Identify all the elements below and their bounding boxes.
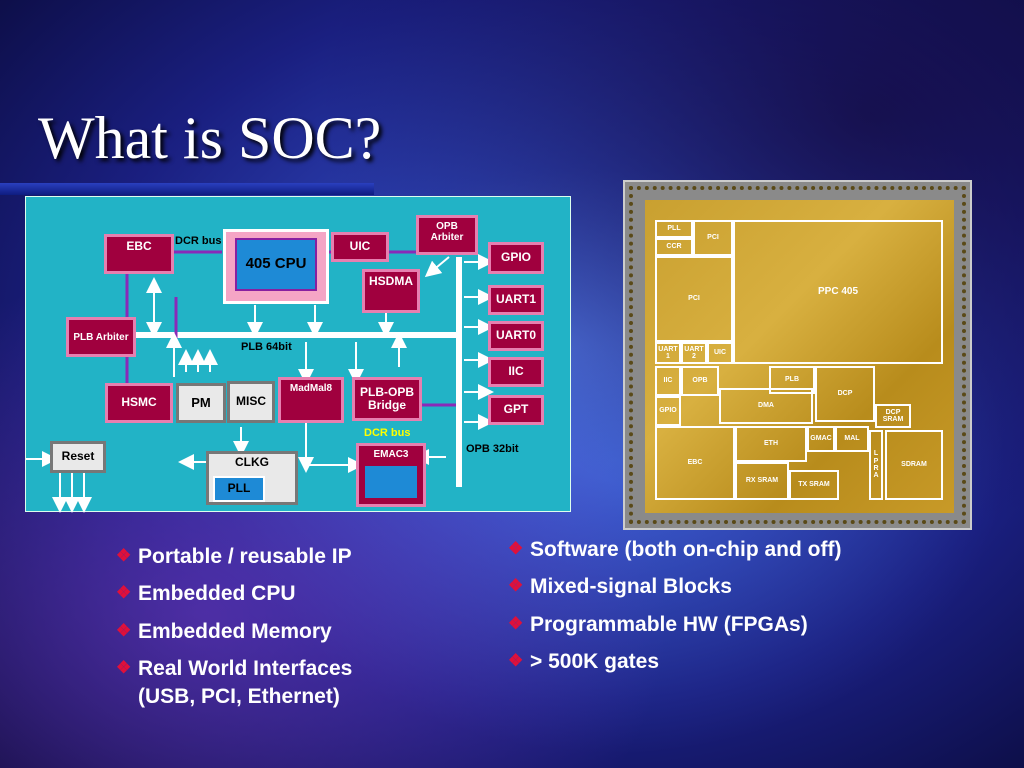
- diamond-bullet-icon: ❖: [116, 583, 132, 603]
- clkg-block: CLKG PLL: [206, 451, 298, 505]
- die-region-uic: UIC: [707, 342, 733, 364]
- opb-arbiter-block: OPB Arbiter: [416, 215, 478, 255]
- die-core-area: PLL PCI CCR PCI PPC 405 UART 1 UART 2 UI…: [645, 200, 954, 513]
- diamond-bullet-icon: ❖: [116, 620, 132, 640]
- die-region-ppc405: PPC 405: [733, 220, 943, 364]
- die-region-pci-left: PCI: [655, 256, 733, 342]
- iic-block: IIC: [488, 357, 544, 387]
- die-region-lpra: L P R A: [869, 430, 883, 500]
- pll-block: PLL: [213, 476, 265, 502]
- pm-block: PM: [176, 383, 226, 423]
- die-region-sdram: SDRAM: [885, 430, 943, 500]
- opb-bus-line: [456, 257, 462, 487]
- die-region-pll: PLL: [655, 220, 693, 238]
- bullet-continuation: (USB, PCI, Ethernet): [138, 685, 340, 709]
- die-region-dma: DMA: [719, 388, 813, 424]
- diamond-bullet-icon: ❖: [508, 539, 524, 558]
- plb-bus-label: PLB 64bit: [241, 341, 292, 353]
- gpio-block: GPIO: [488, 242, 544, 274]
- madmal-block: MadMal8: [278, 377, 344, 423]
- bullet-item: ❖Mixed-signal Blocks: [508, 575, 732, 599]
- uic-block: UIC: [331, 232, 389, 262]
- bullet-item: ❖> 500K gates: [508, 650, 659, 674]
- uart0-block: UART0: [488, 321, 544, 351]
- die-region-mal: MAL: [835, 426, 869, 452]
- plb-bus-line: [130, 332, 456, 338]
- die-region-gpio: GPIO: [655, 396, 681, 426]
- die-region-tx-sram: TX SRAM: [789, 470, 839, 500]
- misc-block: MISC: [227, 381, 275, 423]
- bullet-item: ❖Programmable HW (FPGAs): [508, 612, 808, 636]
- die-region-dcp-sram: DCP SRAM: [875, 404, 911, 428]
- die-region-rx-sram: RX SRAM: [735, 462, 789, 500]
- gpt-block: GPT: [488, 395, 544, 425]
- emac-label: EMAC3: [373, 449, 409, 460]
- bullet-list-right: ❖Software (both on-chip and off) ❖Mixed-…: [508, 536, 841, 685]
- die-region-ccr: CCR: [655, 238, 693, 256]
- die-region-iic: IIC: [655, 366, 681, 396]
- plb-arbiter-block: PLB Arbiter: [66, 317, 136, 357]
- uart1-block: UART1: [488, 285, 544, 315]
- bullet-item: ❖Real World Interfaces(USB, PCI, Etherne…: [116, 655, 352, 712]
- opb-bus-label: OPB 32bit: [466, 443, 519, 455]
- bullet-item: ❖Software (both on-chip and off): [508, 538, 842, 561]
- hsdma-block: HSDMA: [362, 269, 420, 313]
- reset-block: Reset: [50, 441, 106, 473]
- diamond-bullet-icon: ❖: [508, 613, 524, 633]
- die-region-uart2: UART 2: [681, 342, 707, 364]
- die-region-dcp: DCP: [815, 366, 875, 422]
- cpu-block: 405 CPU: [223, 229, 329, 304]
- dcr-bus-label-top: DCR bus: [175, 235, 222, 247]
- diamond-bullet-icon: ❖: [508, 651, 524, 671]
- die-region-eth: ETH: [735, 426, 807, 462]
- bullet-item: ❖Embedded Memory: [116, 619, 332, 643]
- bullet-list-left: ❖Portable / reusable IP ❖Embedded CPU ❖E…: [116, 543, 352, 721]
- dcr-bus-label-bottom: DCR bus: [364, 427, 411, 439]
- emac-block: EMAC3: [356, 443, 426, 507]
- diamond-bullet-icon: ❖: [508, 576, 524, 596]
- ebc-block: EBC: [104, 234, 174, 274]
- plb-opb-bridge-block: PLB-OPB Bridge: [352, 377, 422, 421]
- diamond-bullet-icon: ❖: [116, 546, 132, 565]
- chip-die-photo: PLL PCI CCR PCI PPC 405 UART 1 UART 2 UI…: [623, 180, 972, 530]
- bullet-item: ❖Embedded CPU: [116, 582, 296, 606]
- die-region-uart1: UART 1: [655, 342, 681, 364]
- slide-title: What is SOC?: [38, 105, 382, 171]
- die-region-plb: PLB: [769, 366, 815, 394]
- title-underline: [0, 183, 374, 195]
- bullet-item: ❖Portable / reusable IP: [116, 545, 352, 568]
- die-region-opb: OPB: [681, 366, 719, 396]
- soc-block-diagram: EBC DCR bus 405 CPU UIC OPB Arbiter GPIO…: [25, 196, 571, 513]
- die-region-ebc: EBC: [655, 426, 735, 500]
- cpu-core: 405 CPU: [235, 238, 317, 291]
- emac-memory: [365, 466, 417, 498]
- die-region-pci-top: PCI: [693, 220, 733, 256]
- diamond-bullet-icon: ❖: [116, 658, 132, 678]
- clkg-label: CLKG: [235, 455, 269, 469]
- die-region-gmac: GMAC: [807, 426, 835, 452]
- hsmc-block: HSMC: [105, 383, 173, 423]
